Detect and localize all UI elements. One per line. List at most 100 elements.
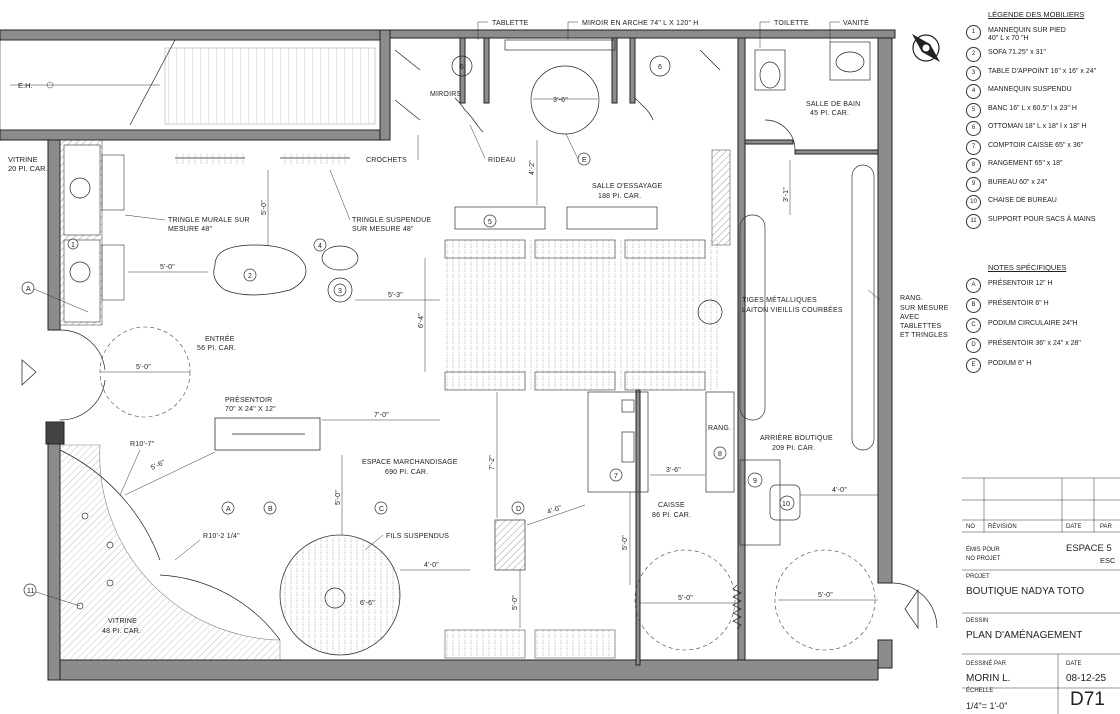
col-par: PAR xyxy=(1100,524,1112,530)
dim-4-0-b: 4'-0" xyxy=(424,562,439,569)
dim-3-6b: 3'-6" xyxy=(666,467,681,474)
tag-10: 10 xyxy=(782,501,790,508)
tag-2: 2 xyxy=(248,273,252,280)
tag-7: 7 xyxy=(614,473,618,480)
presentoir-size: 70" X 24" X 12" xyxy=(225,406,276,413)
dim-7-2: 7'-2" xyxy=(489,455,496,470)
cash-counter: RANG. CAISSE 86 PI. CAR. xyxy=(587,391,876,651)
note-item-letter: B xyxy=(966,298,981,313)
fitting-room-mirrors: MIROIRS RIDEAU CROCHETS xyxy=(366,39,721,164)
legend-item-number: 6 xyxy=(966,121,981,136)
espace-merch-area: 690 PI. CAR. xyxy=(385,469,428,476)
note-item: D PRÉSENTOIR 36" x 24" x 28" xyxy=(966,338,1120,358)
legend-item-text: RANGEMENT 65" x 18" xyxy=(988,160,1063,167)
note-item-text: PRÉSENTOIR 36" x 24" x 28" xyxy=(988,340,1081,347)
dim-6-6: 6'-6" xyxy=(360,600,375,607)
dim-5-3: 5'-3" xyxy=(388,292,403,299)
legend-item-number: 2 xyxy=(966,47,981,62)
projet-label: PROJET xyxy=(966,574,990,580)
circular-podium: FILS SUSPENDUS xyxy=(279,533,449,656)
dim-5-6: 5'-6" xyxy=(150,459,167,472)
note-item-letter: A xyxy=(966,278,981,293)
eh-label: E.H. xyxy=(18,81,33,90)
vanite-label: VANITÉ xyxy=(843,18,869,27)
rang-mesure-label-3: AVEC xyxy=(900,314,919,321)
salle-bain-label: SALLE DE BAIN xyxy=(806,101,860,108)
note-item: B PRÉSENTOIR 6" H xyxy=(966,298,1120,318)
legend-item-number: 7 xyxy=(966,139,981,155)
legend-item-text: TABLE D'APPOINT 16" x 16" x 24" xyxy=(988,67,1097,75)
dim-3-1: 3'-1" xyxy=(783,187,790,202)
dim-5-0-d: 5'-0" xyxy=(678,595,693,602)
tablette-label: TABLETTE xyxy=(492,20,529,27)
legend-item-text: BANC 16" L x 60.5" l x 23" H xyxy=(988,104,1077,112)
tringle-murale-label-2: MESURE 48" xyxy=(168,226,212,233)
legend-item-text-2: 40" L x 70 "H xyxy=(988,35,1029,42)
dim-4-0-a: 4'-0" xyxy=(546,505,563,516)
rang-label: RANG. xyxy=(708,425,731,432)
note-item-text: PODIUM 6" H xyxy=(988,360,1032,367)
tag-5: 5 xyxy=(488,219,492,226)
rang-mesure-label-4: TABLETTES xyxy=(900,323,941,330)
dessin-value: PLAN D'AMÉNAGEMENT xyxy=(966,630,1083,641)
salle-essayage-area: 188 PI. CAR. xyxy=(598,193,641,200)
caisse-label: CAISSE xyxy=(658,502,685,509)
tringle-murale-label: TRINGLE MURALE SUR xyxy=(168,217,250,224)
emis-pour-label: ÉMIS POUR xyxy=(966,547,1000,553)
stairs: E.H. xyxy=(0,39,381,131)
legend-item-number: 1 xyxy=(966,25,981,40)
note-item-letter: C xyxy=(966,318,981,333)
tag-E: E xyxy=(582,157,587,164)
note-item-text: PODIUM CIRCULAIRE 24"H xyxy=(988,320,1078,327)
presentoir-label: PRÉSENTOIR xyxy=(225,395,272,404)
title-block: NO RÉVISION DATE PAR ÉMIS POUR ESPACE 5 … xyxy=(962,478,1120,714)
legend-item-text: CHAISE DE BUREAU xyxy=(988,197,1057,204)
legend-item-number: 9 xyxy=(966,176,981,192)
specific-notes-title: NOTES SPÉCIFIQUES xyxy=(988,263,1067,272)
tag-4: 4 xyxy=(318,243,322,250)
salle-bain-area: 45 PI. CAR. xyxy=(810,110,849,117)
entree-area: 56 PI. CAR. xyxy=(197,345,236,352)
echelle-value: 1/4"= 1'-0" xyxy=(966,701,1008,711)
back-storage: RANG. SUR MESURE AVEC TABLETTES ET TRING… xyxy=(711,149,949,546)
note-item-letter: D xyxy=(966,338,981,353)
legend-item-number: 4 xyxy=(966,84,981,99)
entree-label: ENTRÉE xyxy=(205,334,235,343)
sofa-group xyxy=(213,238,359,303)
hanging-rails: TRINGLE MURALE SUR MESURE 48" TRINGLE SU… xyxy=(124,152,431,233)
arriere-label: ARRIÈRE BOUTIQUE xyxy=(760,433,833,442)
tag-6b: 6 xyxy=(658,64,662,71)
dessine-par-value: MORIN L. xyxy=(966,673,1011,684)
dim-5-0-m: 5'-0" xyxy=(335,490,342,505)
r10-7-label: R10'-7" xyxy=(130,441,155,448)
miroir-label: MIROIR EN ARCHE 74" L X 120" H xyxy=(582,20,699,27)
rideau-label: RIDEAU xyxy=(488,157,516,164)
miroirs-label: MIROIRS xyxy=(430,91,461,98)
note-item-text: PRÉSENTOIR 6" H xyxy=(988,300,1049,307)
dim-3-6a: 3'-6" xyxy=(553,97,568,104)
fils-label: FILS SUSPENDUS xyxy=(386,533,449,540)
dim-6-4: 6'-4" xyxy=(418,313,425,328)
vitrine-bot-label: VITRINE xyxy=(108,618,137,625)
dessine-par-label: DESSINÉ PAR xyxy=(966,661,1006,667)
date-label: DATE xyxy=(1066,661,1082,667)
tag-3: 3 xyxy=(338,288,342,295)
title-block-frame xyxy=(962,477,1120,714)
legend-item: 4 MANNEQUIN SUSPENDU xyxy=(966,84,1120,103)
legend-item-text: MANNEQUIN SUSPENDU xyxy=(988,86,1072,93)
col-date: DATE xyxy=(1066,524,1082,530)
sheet-number: D71 xyxy=(1070,689,1105,710)
toilette-label: TOILETTE xyxy=(774,20,809,27)
legend-item-text: SUPPORT POUR SACS À MAINS xyxy=(988,215,1096,223)
